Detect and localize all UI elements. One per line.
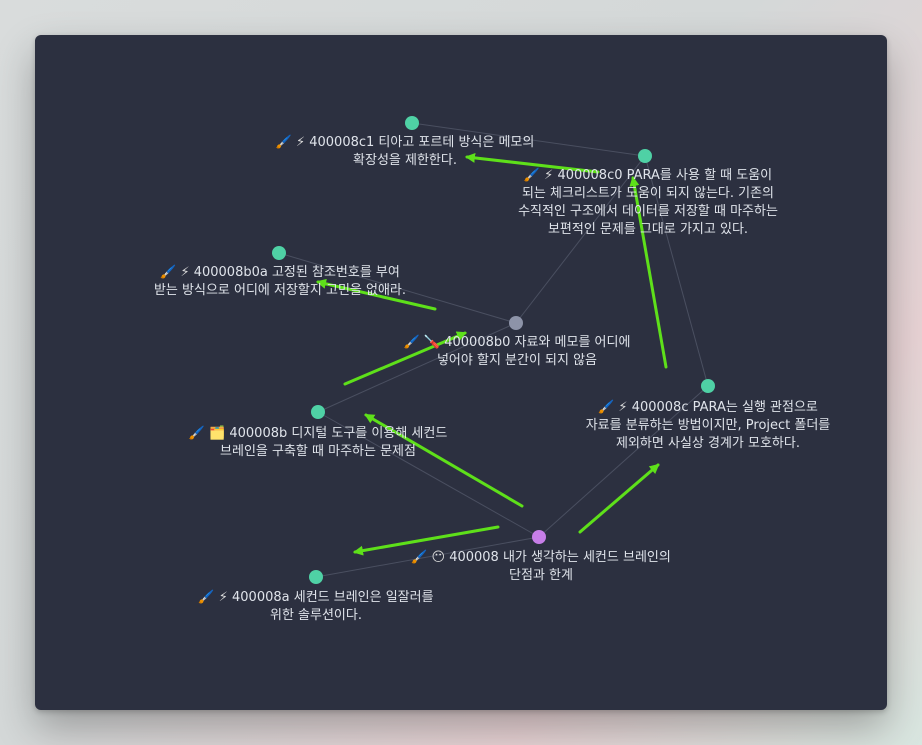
annotation-arrow [578, 463, 660, 534]
node-label-text: 400008c1 티아고 포르테 방식은 메모의 [309, 135, 535, 150]
graph-edge [315, 536, 540, 578]
node-label-line: 받는 방식으로 어디에 저장할지 고민을 없애라. [154, 282, 406, 300]
graph-edge [317, 322, 517, 413]
node-label-text: 400008b0a 고정된 참조번호를 부여 [193, 265, 400, 280]
node-label-line: 🖌️ 🪛 400008b0 자료와 메모를 어디에 [404, 334, 631, 352]
node-400008c0-dot[interactable] [638, 149, 652, 163]
node-400008b0-dot[interactable] [509, 316, 523, 330]
node-label-text: 확장성을 제한한다. [353, 153, 457, 168]
node-label-line: 🖌️ ⚡ 400008c0 PARA를 사용 할 때 도움이 [518, 167, 778, 185]
node-label-text: 400008b0 자료와 메모를 어디에 [444, 335, 631, 350]
node-label-line: 🖌️ ⚡ 400008c PARA는 실행 관점으로 [586, 399, 831, 417]
node-label-line: 🖌️ 😶 400008 내가 생각하는 세컨드 브레인의 [411, 549, 671, 567]
node-label-text: 400008c0 PARA를 사용 할 때 도움이 [557, 168, 773, 183]
node-label-text: 자료를 분류하는 방법이지만, Project 폴더를 [585, 418, 831, 433]
node-label-text: 브레인을 구축할 때 마주하는 문제점 [220, 444, 416, 459]
node-label-line: 자료를 분류하는 방법이지만, Project 폴더를 [586, 417, 831, 435]
node-400008-dot[interactable] [532, 530, 546, 544]
node-400008c1-dot[interactable] [405, 116, 419, 130]
annotation-arrow [353, 525, 500, 556]
node-label-line: 보편적인 문제를 그대로 가지고 있다. [518, 221, 778, 239]
node-type-icons: 🖌️ 🗂️ [188, 426, 226, 441]
graph-edge [515, 155, 646, 324]
node-type-icons: 🖌️ ⚡ [598, 400, 628, 415]
node-label-text: 보편적인 문제를 그대로 가지고 있다. [547, 222, 749, 237]
node-type-icons: 🖌️ ⚡ [160, 265, 190, 280]
annotation-arrow [343, 331, 467, 386]
node-label-text: 되는 체크리스트가 도움이 되지 않는다. 기존의 [521, 186, 775, 201]
node-label-text: 400008b 디지털 도구를 이용해 세컨드 [229, 426, 448, 441]
annotation-arrow [316, 278, 437, 311]
node-label-line: 브레인을 구축할 때 마주하는 문제점 [189, 443, 448, 461]
annotation-arrow [364, 413, 524, 508]
graph-nodes [272, 116, 715, 584]
annotation-arrows [316, 152, 668, 556]
node-label-line: 수직적인 구조에서 데이터를 저장할 때 마주하는 [518, 203, 778, 221]
annotation-arrow [465, 152, 600, 174]
node-label-line: 제외하면 사실상 경계가 모호하다. [586, 435, 831, 453]
graph-edges [278, 122, 709, 578]
node-type-icons: 🖌️ 😶 [411, 550, 446, 565]
node-label-text: 400008a 세컨드 브레인은 일잘러를 [232, 590, 434, 605]
graph-edge [317, 411, 540, 538]
node-type-icons: 🖌️ ⚡ [198, 590, 228, 605]
node-label-text: 400008c PARA는 실행 관점으로 [631, 400, 818, 415]
node-400008a-dot[interactable] [309, 570, 323, 584]
node-label-line: 🖌️ ⚡ 400008b0a 고정된 참조번호를 부여 [154, 264, 406, 282]
graph-edge [278, 252, 517, 324]
node-label-line: 넣어야 할지 분간이 되지 않음 [404, 352, 631, 370]
node-400008b0a-dot[interactable] [272, 246, 286, 260]
node-label-line: 🖌️ ⚡ 400008a 세컨드 브레인은 일잘러를 [198, 589, 433, 607]
graph-edge [411, 122, 646, 157]
node-400008c-dot[interactable] [701, 379, 715, 393]
node-type-icons: 🖌️ 🪛 [403, 335, 441, 350]
node-label-text: 넣어야 할지 분간이 되지 않음 [436, 353, 598, 368]
node-label-line: 단점과 한계 [411, 567, 671, 585]
node-label-line: 되는 체크리스트가 도움이 되지 않는다. 기존의 [518, 185, 778, 203]
graph-canvas[interactable] [35, 35, 887, 710]
node-type-icons: 🖌️ ⚡ [523, 168, 554, 183]
node-label-text: 400008 내가 생각하는 세컨드 브레인의 [449, 550, 671, 565]
node-label-line: 🖌️ ⚡ 400008c1 티아고 포르테 방식은 메모의 [276, 134, 535, 152]
node-label-line: 위한 솔루션이다. [198, 607, 433, 625]
node-label-line: 🖌️ 🗂️ 400008b 디지털 도구를 이용해 세컨드 [189, 425, 448, 443]
node-label-text: 받는 방식으로 어디에 저장할지 고민을 없애라. [153, 283, 407, 298]
node-label-text: 위한 솔루션이다. [270, 608, 362, 623]
node-label-text: 제외하면 사실상 경계가 모호하다. [616, 436, 800, 451]
graph-edge [538, 385, 709, 538]
node-label-line: 확장성을 제한한다. [276, 152, 535, 170]
node-label-text: 수직적인 구조에서 데이터를 저장할 때 마주하는 [518, 204, 778, 219]
annotation-arrow [629, 176, 668, 369]
graph-edge [644, 155, 709, 387]
node-label-text: 단점과 한계 [509, 568, 573, 583]
node-400008b-dot[interactable] [311, 405, 325, 419]
node-type-icons: 🖌️ ⚡ [275, 135, 306, 150]
